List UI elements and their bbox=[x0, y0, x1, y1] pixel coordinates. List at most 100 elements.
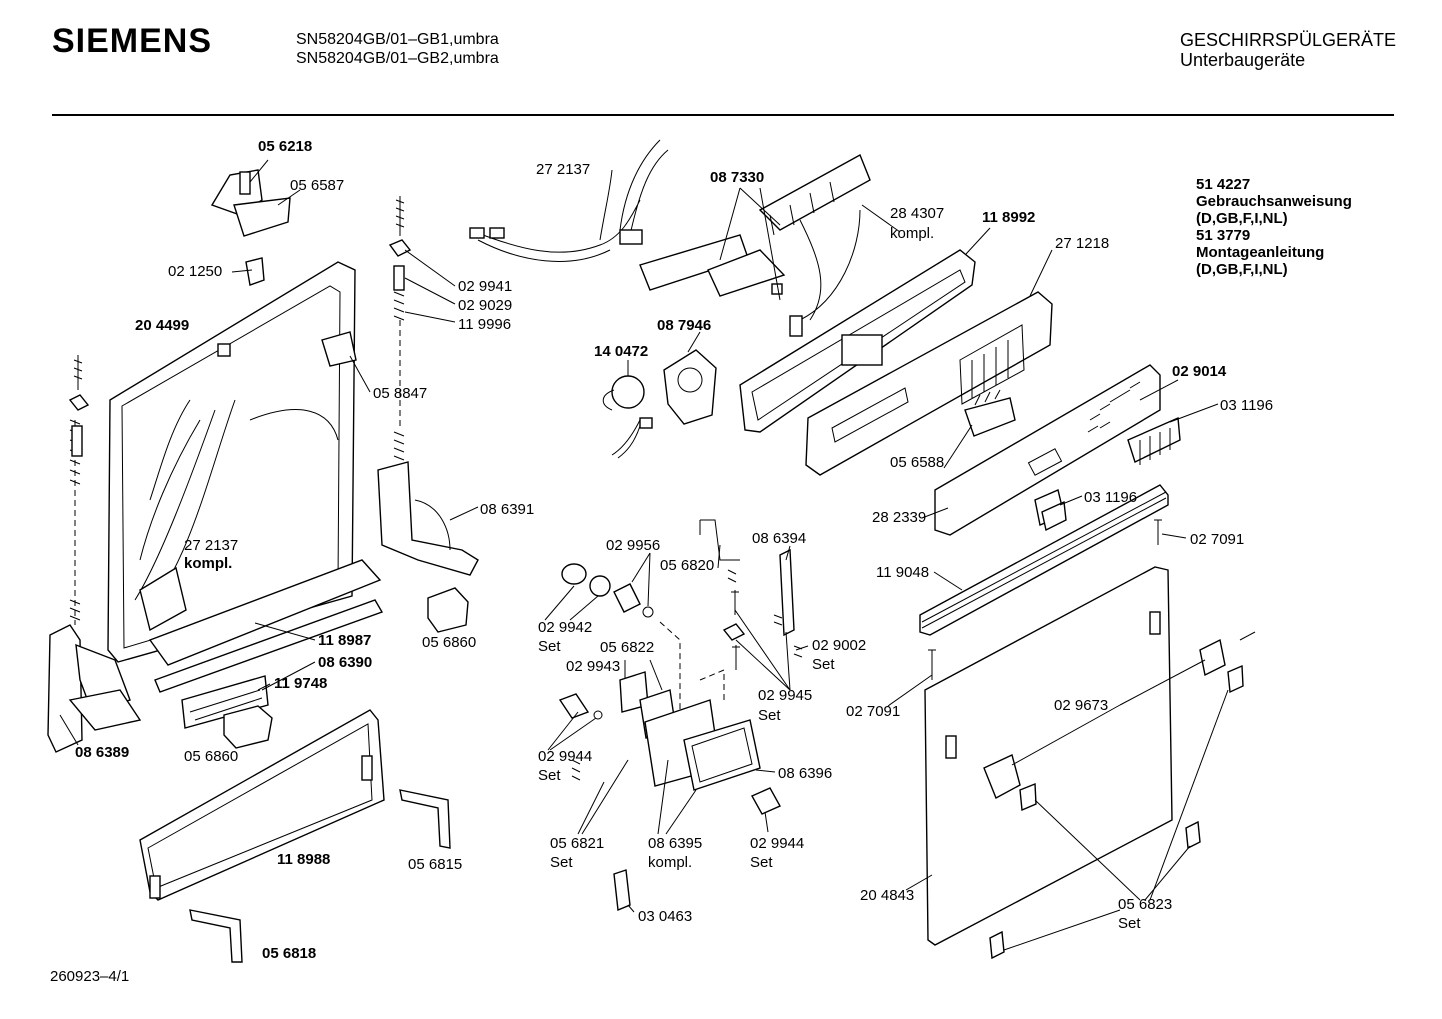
part-number-label: 05 6860 bbox=[184, 748, 238, 765]
part-number-label: kompl. bbox=[648, 854, 692, 871]
part-number-label: Set bbox=[538, 638, 561, 655]
doc-number: 51 3779 bbox=[1196, 227, 1251, 244]
part-number-label: 02 7091 bbox=[846, 703, 900, 720]
part-number-label: 05 6815 bbox=[408, 856, 462, 873]
inner-door-panel bbox=[107, 261, 356, 663]
control-panel-frame bbox=[739, 249, 976, 433]
part-number-label: 08 7330 bbox=[710, 169, 764, 186]
electronic-board bbox=[934, 364, 1181, 536]
part-number-label: 02 1250 bbox=[168, 263, 222, 280]
part-number-label: 05 8847 bbox=[373, 385, 427, 402]
category-line: Unterbaugeräte bbox=[1180, 50, 1306, 70]
category-line: GESCHIRRSPÜLGERÄTE bbox=[1180, 30, 1397, 50]
part-number-label: 08 6389 bbox=[75, 744, 129, 761]
part-number-label: 28 4307 bbox=[890, 205, 944, 222]
doc-title: Montageanleitung bbox=[1196, 244, 1325, 261]
control-module bbox=[639, 154, 871, 337]
part-number-label: 05 6588 bbox=[890, 454, 944, 471]
part-number-label: 08 6390 bbox=[318, 654, 372, 671]
part-number-label: 08 6396 bbox=[778, 765, 832, 782]
part-number-label: 05 6821 bbox=[550, 835, 604, 852]
documentation-list: 51 4227 Gebrauchsanweisung (D,GB,F,I,NL)… bbox=[1196, 176, 1352, 278]
switch-caps bbox=[1034, 489, 1067, 532]
door-lock-parts bbox=[558, 519, 803, 912]
part-number-label: 08 6394 bbox=[752, 530, 806, 547]
part-number-label: kompl. bbox=[184, 555, 232, 572]
part-number-label: 11 8988 bbox=[277, 851, 330, 868]
part-number-label: Set bbox=[1118, 915, 1141, 932]
part-number-label: 11 9048 bbox=[876, 564, 929, 581]
part-number-label: 02 9029 bbox=[458, 297, 512, 314]
part-number-label: 11 8992 bbox=[982, 209, 1035, 226]
drawing-reference-number: 260923–4/1 bbox=[50, 968, 130, 985]
part-number-label: 14 0472 bbox=[594, 343, 648, 360]
part-number-label: 03 1196 bbox=[1084, 489, 1137, 506]
brand-logo: SIEMENS bbox=[52, 22, 213, 60]
part-number-label: 11 8987 bbox=[318, 632, 371, 649]
doc-languages: (D,GB,F,I,NL) bbox=[1196, 210, 1288, 227]
part-number-label: 11 9748 bbox=[274, 675, 327, 692]
leader-lines bbox=[59, 159, 1229, 951]
bottom-trim-strips bbox=[148, 559, 384, 729]
appliance-category: GESCHIRRSPÜLGERÄTE Unterbaugeräte bbox=[1180, 30, 1396, 70]
door-spring bbox=[321, 196, 412, 461]
outer-door-panel bbox=[924, 566, 1244, 960]
part-number-label: Set bbox=[750, 854, 773, 871]
part-number-label: 20 4843 bbox=[860, 887, 914, 904]
left-hinge-assembly bbox=[47, 355, 142, 753]
part-number-label: kompl. bbox=[890, 225, 934, 242]
model-numbers: SN58204GB/01–GB1,umbra SN58204GB/01–GB2,… bbox=[296, 30, 499, 68]
mounting-bracket bbox=[189, 789, 451, 963]
part-number-label: 27 2137 bbox=[184, 537, 238, 554]
part-number-label: 02 9014 bbox=[1172, 363, 1227, 380]
part-number-label: 02 9002 bbox=[812, 637, 866, 654]
part-number-label: 08 6391 bbox=[480, 501, 534, 518]
doc-number: 51 4227 bbox=[1196, 176, 1251, 193]
doc-title: Gebrauchsanweisung bbox=[1196, 193, 1352, 210]
part-number-label: 02 9943 bbox=[566, 658, 620, 675]
part-number-label: 27 2137 bbox=[536, 161, 590, 178]
part-number-label: 05 6818 bbox=[262, 945, 316, 962]
part-number-label: 02 9945 bbox=[758, 687, 812, 704]
part-number-label: 03 1196 bbox=[1220, 397, 1273, 414]
part-number-label: 08 7946 bbox=[657, 317, 711, 334]
part-number-label: 11 9996 bbox=[458, 316, 511, 333]
cable-harness bbox=[469, 139, 669, 262]
kick-panel bbox=[139, 709, 385, 901]
part-number-label: 20 4499 bbox=[135, 317, 189, 334]
part-number-label: 05 6218 bbox=[258, 138, 312, 155]
part-number-label: 02 9673 bbox=[1054, 697, 1108, 714]
cover-rail bbox=[919, 484, 1169, 636]
part-number-label: 27 1218 bbox=[1055, 235, 1109, 252]
part-number-label: 28 2339 bbox=[872, 509, 926, 526]
part-number-label: 02 9941 bbox=[458, 278, 512, 295]
part-number-label: 02 9942 bbox=[538, 619, 592, 636]
part-number-label: 02 7091 bbox=[1190, 531, 1244, 548]
part-labels: 05 6218 05 6587 02 1250 20 4499 02 9941 … bbox=[75, 138, 1273, 962]
model-number-line: SN58204GB/01–GB1,umbra bbox=[296, 31, 499, 48]
part-number-label: Set bbox=[538, 767, 561, 784]
clip bbox=[223, 587, 469, 749]
part-number-label: 03 0463 bbox=[638, 908, 692, 925]
part-number-label: 08 6395 bbox=[648, 835, 702, 852]
part-number-label: Set bbox=[550, 854, 573, 871]
part-number-label: 05 6823 bbox=[1118, 896, 1172, 913]
part-number-label: 05 6822 bbox=[600, 639, 654, 656]
model-number-line: SN58204GB/01–GB2,umbra bbox=[296, 50, 499, 67]
part-number-label: Set bbox=[758, 707, 781, 724]
control-panel-fascia bbox=[805, 291, 1053, 476]
door-latch bbox=[210, 169, 291, 286]
hinge-plate bbox=[377, 461, 479, 576]
part-number-label: Set bbox=[812, 656, 835, 673]
part-number-label: 05 6587 bbox=[290, 177, 344, 194]
part-number-label: 02 9956 bbox=[606, 537, 660, 554]
programmer-switch bbox=[602, 349, 717, 459]
part-number-label: 02 9944 bbox=[750, 835, 804, 852]
part-number-label: 05 6820 bbox=[660, 557, 714, 574]
part-number-label: 05 6860 bbox=[422, 634, 476, 651]
part-number-label: 02 9944 bbox=[538, 748, 592, 765]
doc-languages: (D,GB,F,I,NL) bbox=[1196, 261, 1288, 278]
header-divider bbox=[52, 114, 1394, 116]
